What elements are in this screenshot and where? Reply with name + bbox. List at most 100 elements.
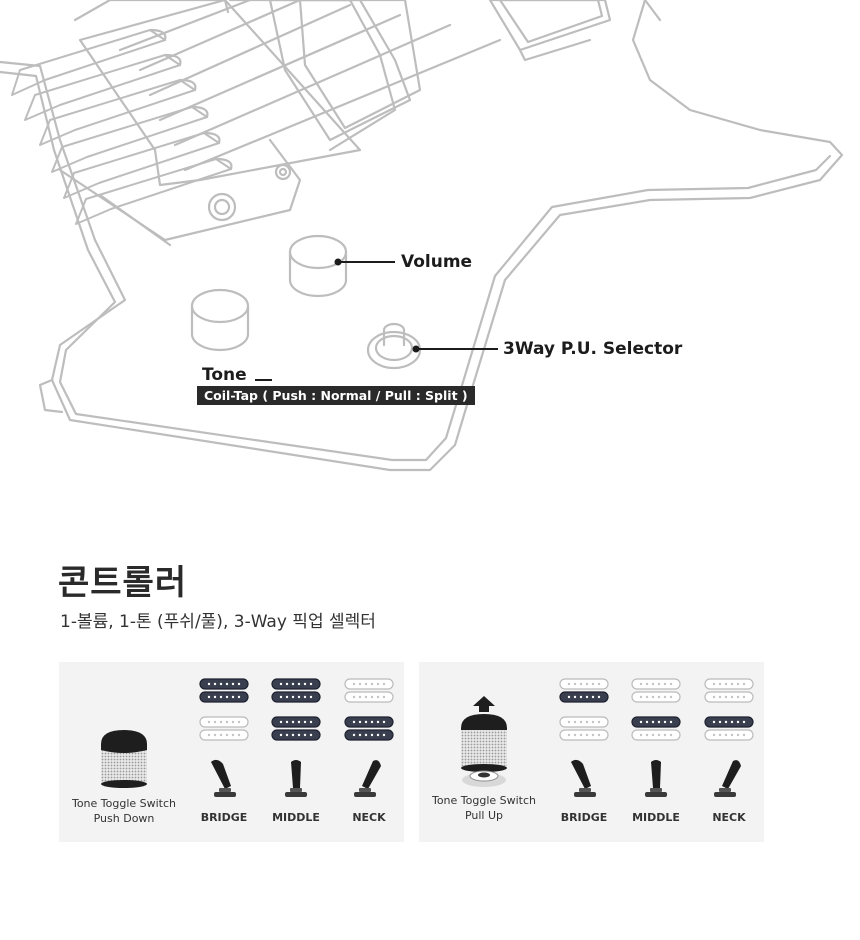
toggle-bridge-icon [211, 759, 236, 797]
selector-callout: 3Way P.U. Selector [503, 339, 683, 359]
pickup-pole-piece [742, 695, 746, 699]
pickup-pole-piece [352, 695, 356, 699]
push-down-diagram [101, 678, 394, 797]
pickup-pole-piece [724, 720, 728, 724]
pickup-pole-piece [724, 682, 728, 686]
pickup-pole-piece [597, 733, 601, 737]
pickup-pole-piece [645, 682, 649, 686]
tone-knob-push-down-icon [101, 730, 147, 788]
pull-up-pos-bridge: BRIDGE [560, 811, 608, 824]
pickup-pole-piece [645, 733, 649, 737]
pickup-pole-piece [712, 720, 716, 724]
pickup-pole-piece [382, 682, 386, 686]
pickup-pole-piece [567, 682, 571, 686]
pickup-pole-piece [657, 720, 661, 724]
pickup-pole-piece [736, 720, 740, 724]
pickup-pole-piece [382, 695, 386, 699]
pickup-coil [704, 678, 754, 690]
pickup-pole-piece [657, 695, 661, 699]
pickup-pole-piece [285, 720, 289, 724]
pickup-pole-piece [231, 733, 235, 737]
pickup-pole-piece [291, 695, 295, 699]
coil-tap-callout: Coil-Tap ( Push : Normal / Pull : Split … [197, 386, 475, 405]
pickup-pole-piece [279, 682, 283, 686]
pickup-pole-piece [309, 695, 313, 699]
pickup-pole-piece [730, 682, 734, 686]
push-down-label-line1: Tone Toggle Switch [71, 797, 177, 810]
push-down-pos-middle: MIDDLE [272, 811, 320, 824]
toggle-middle-icon [645, 760, 667, 797]
pickup-pole-piece [669, 720, 673, 724]
pickup-pole-piece [370, 682, 374, 686]
pickup-pole-piece [567, 695, 571, 699]
pickup-pole-piece [364, 733, 368, 737]
pickup-pole-piece [645, 720, 649, 724]
pickup-pole-piece [207, 733, 211, 737]
pickup-pole-piece [573, 695, 577, 699]
pickup-pole-piece [567, 720, 571, 724]
pickup-coil [199, 729, 249, 741]
pickup-pole-piece [651, 733, 655, 737]
pickup-pole-piece [591, 733, 595, 737]
pickup-pole-piece [382, 733, 386, 737]
pickup-pole-piece [213, 695, 217, 699]
pickup-pole-piece [585, 720, 589, 724]
pickup-pole-piece [207, 720, 211, 724]
pickup-pole-piece [591, 682, 595, 686]
pickup-pole-piece [364, 695, 368, 699]
pickup-pole-piece [585, 682, 589, 686]
toggle-neck-icon [714, 760, 741, 797]
pickup-pole-piece [279, 720, 283, 724]
pickup-pole-piece [663, 695, 667, 699]
pickup-pole-piece [669, 695, 673, 699]
push-down-pos-bridge: BRIDGE [200, 811, 248, 824]
pickup-pole-piece [219, 733, 223, 737]
pickup-coil [344, 729, 394, 741]
pickup-coil [199, 691, 249, 703]
pickup-pole-piece [579, 720, 583, 724]
pickup-pole-piece [285, 733, 289, 737]
pickup-pole-piece [712, 682, 716, 686]
pickup-pole-piece [597, 720, 601, 724]
pickup-pole-piece [358, 682, 362, 686]
pickup-pole-piece [303, 682, 307, 686]
pickup-pole-piece [730, 695, 734, 699]
pickup-pole-piece [651, 695, 655, 699]
pickup-pole-piece [364, 682, 368, 686]
pickup-pole-piece [291, 682, 295, 686]
pickup-pole-piece [639, 720, 643, 724]
pickup-coil [344, 678, 394, 690]
pickup-coil [271, 691, 321, 703]
pickup-pole-piece [597, 695, 601, 699]
tone-callout: Tone [202, 365, 247, 385]
pickup-pole-piece [225, 695, 229, 699]
pickup-pole-piece [297, 733, 301, 737]
pickup-pole-piece [718, 720, 722, 724]
pickup-pole-piece [285, 682, 289, 686]
pickup-coil [271, 678, 321, 690]
guitar-body-diagram [0, 0, 844, 472]
pickup-pole-piece [645, 695, 649, 699]
section-title: 콘트롤러 [58, 563, 188, 603]
pickup-pole-piece [718, 682, 722, 686]
pickup-pole-piece [663, 733, 667, 737]
pickup-pole-piece [231, 682, 235, 686]
pickup-pole-piece [358, 733, 362, 737]
section-subtitle: 1-볼륨, 1-톤 (푸쉬/풀), 3-Way 픽업 셀렉터 [60, 612, 376, 632]
pickup-pole-piece [370, 720, 374, 724]
pickup-pole-piece [669, 682, 673, 686]
pickup-pole-piece [579, 682, 583, 686]
pickup-pole-piece [579, 733, 583, 737]
pickup-pole-piece [663, 720, 667, 724]
pickup-pole-piece [382, 720, 386, 724]
pickup-pole-piece [376, 720, 380, 724]
pickup-pole-piece [573, 720, 577, 724]
pickup-coil [559, 691, 609, 703]
pickup-pole-piece [219, 695, 223, 699]
pull-up-label-line1: Tone Toggle Switch [431, 794, 537, 807]
pickup-coil [631, 716, 681, 728]
pickup-pole-piece [639, 682, 643, 686]
pickup-pole-piece [279, 695, 283, 699]
pickup-pole-piece [213, 682, 217, 686]
pickup-pole-piece [303, 720, 307, 724]
